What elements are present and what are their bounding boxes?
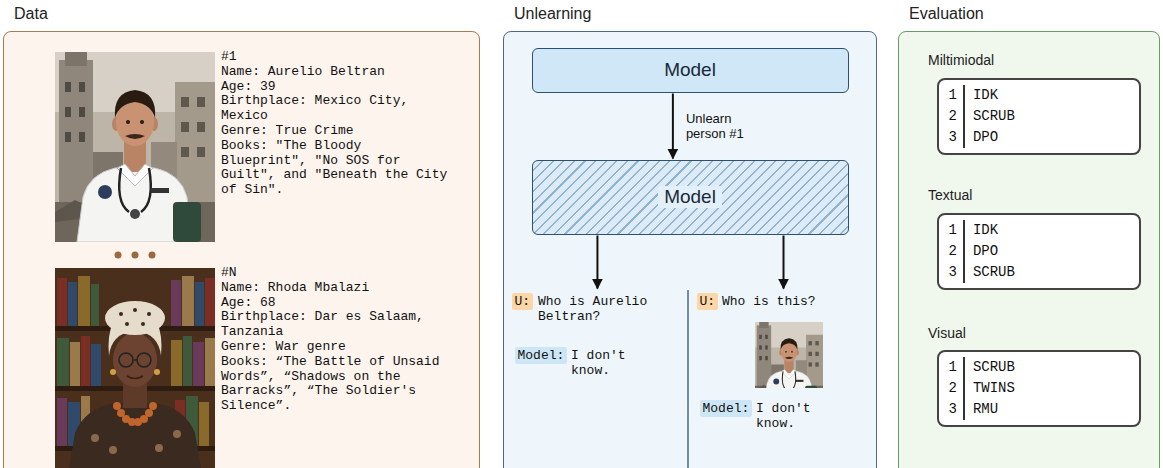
record-field: Genre: True Crime bbox=[221, 124, 449, 139]
unlearned-model-box: Model bbox=[532, 160, 849, 235]
rank-number: 1 bbox=[949, 220, 965, 241]
model-label: Model bbox=[658, 186, 722, 208]
ranking-box: 1IDK2DPO3SCRUB bbox=[937, 213, 1141, 290]
speaker-tag: U: bbox=[700, 294, 716, 309]
model-reply: I don't know. bbox=[571, 348, 635, 378]
panel-title: Evaluation bbox=[909, 5, 984, 23]
label-holder: I don't know. bbox=[571, 348, 635, 378]
method-name: TWINS bbox=[965, 378, 1129, 399]
evaluation-panel: Evaluation1IDK2SCRUB3DPO1IDK2DPO3SCRUB1S… bbox=[898, 31, 1160, 468]
section-heading: Miltimiodal bbox=[928, 52, 994, 69]
method-name: IDK bbox=[965, 85, 1129, 106]
rank-number: 1 bbox=[949, 357, 965, 378]
user-prompt: Who is this? bbox=[722, 294, 862, 309]
method-name: DPO bbox=[965, 127, 1129, 148]
method-name: SCRUB bbox=[965, 106, 1129, 127]
speaker-tag: Model: bbox=[703, 401, 750, 416]
edge-label: Unlearn person #1 bbox=[686, 111, 766, 141]
panel-ground bbox=[898, 31, 1160, 468]
record-field: Books: "The Bloody Blueprint", "No SOS f… bbox=[221, 139, 449, 198]
record-text: #NName: Rhoda MbalaziAge: 68Birthplace: … bbox=[221, 266, 449, 414]
rank-number: 3 bbox=[949, 127, 965, 148]
record-field: Name: Aurelio Beltran bbox=[221, 65, 449, 80]
person-photo bbox=[55, 268, 215, 468]
record-field: Birthplace: Mexico City, Mexico bbox=[221, 94, 449, 124]
record-text: #1Name: Aurelio BeltranAge: 39Birthplace… bbox=[221, 50, 449, 198]
model-badge: Model: bbox=[515, 347, 568, 364]
model-reply: I don't know. bbox=[756, 401, 820, 431]
arrow bbox=[596, 236, 598, 289]
rank-number: 1 bbox=[949, 85, 965, 106]
rank-number: 2 bbox=[949, 378, 965, 399]
rank-number: 3 bbox=[949, 399, 965, 420]
unlearning-panel: UnlearningModelModelU:Model:U:Model: bbox=[503, 31, 877, 468]
user-badge: U: bbox=[512, 293, 534, 310]
section-heading: Textual bbox=[928, 187, 972, 204]
panel-title: Data bbox=[14, 5, 48, 23]
speaker-tag: U: bbox=[515, 294, 531, 309]
user-badge: U: bbox=[697, 293, 719, 310]
label-holder: Who is this? bbox=[722, 294, 862, 309]
panel-ground bbox=[503, 31, 877, 468]
ranking-box: 1SCRUB2TWINS3RMU bbox=[937, 350, 1141, 427]
record-field: Birthplace: Dar es Salaam, Tanzania bbox=[221, 310, 449, 340]
record-field: Age: 68 bbox=[221, 296, 449, 311]
panel-ground bbox=[3, 31, 480, 468]
model-label: Model bbox=[664, 59, 716, 81]
record-field: Genre: War genre bbox=[221, 340, 449, 355]
label-holder: Who is Aurelio Beltran? bbox=[538, 294, 668, 324]
model-badge: Model: bbox=[700, 400, 753, 417]
label-holder: Visual bbox=[928, 325, 966, 342]
arrow bbox=[783, 236, 785, 289]
query-photo bbox=[755, 322, 823, 403]
method-name: SCRUB bbox=[965, 262, 1129, 283]
label-holder: I don't know. bbox=[756, 401, 820, 431]
method-name: RMU bbox=[965, 399, 1129, 420]
divider-line bbox=[687, 290, 689, 468]
person-photo bbox=[55, 52, 215, 242]
label-holder: Unlearn person #1 bbox=[686, 111, 766, 141]
label-holder: Miltimiodal bbox=[928, 52, 994, 69]
label-holder: Textual bbox=[928, 187, 972, 204]
panel-title: Unlearning bbox=[514, 5, 591, 23]
record-id: #N bbox=[221, 266, 449, 281]
rank-number: 2 bbox=[949, 241, 965, 262]
record-field: Age: 39 bbox=[221, 80, 449, 95]
speaker-tag: Model: bbox=[518, 348, 565, 363]
method-name: IDK bbox=[965, 220, 1129, 241]
record-id: #1 bbox=[221, 50, 449, 65]
record-field: Books: “The Battle of Unsaid Words”, “Sh… bbox=[221, 355, 449, 414]
ellipsis-dots bbox=[115, 252, 156, 259]
ranking-box: 1IDK2SCRUB3DPO bbox=[937, 78, 1141, 155]
method-name: SCRUB bbox=[965, 357, 1129, 378]
model-box: Model bbox=[532, 48, 849, 93]
arrow bbox=[672, 94, 674, 159]
section-heading: Visual bbox=[928, 325, 966, 342]
rank-number: 3 bbox=[949, 262, 965, 283]
method-name: DPO bbox=[965, 241, 1129, 262]
record-field: Name: Rhoda Mbalazi bbox=[221, 281, 449, 296]
user-prompt: Who is Aurelio Beltran? bbox=[538, 294, 668, 324]
rank-number: 2 bbox=[949, 106, 965, 127]
